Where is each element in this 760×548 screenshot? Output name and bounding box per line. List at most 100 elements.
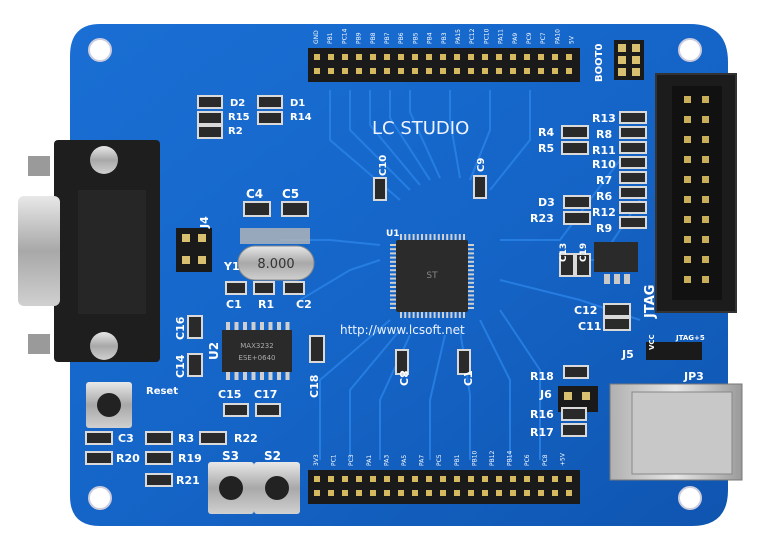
label-Y1: Y1 <box>223 260 240 273</box>
header-pin-label: PA5 <box>401 455 408 466</box>
s2-button[interactable] <box>254 462 300 514</box>
label-U2: U2 <box>207 342 221 360</box>
label-R14: R14 <box>290 112 312 123</box>
label-R13: R13 <box>592 112 616 125</box>
label-R11: R11 <box>592 144 616 157</box>
crystal-oscillator <box>237 228 315 281</box>
label-C13: C13 <box>559 243 569 262</box>
header-pin-label: PC10 <box>483 28 490 44</box>
header-pin-label: PC9 <box>526 32 533 44</box>
label-D1: D1 <box>290 98 305 109</box>
reset-button[interactable] <box>86 382 132 428</box>
header-pin-label: PB10 <box>471 450 478 466</box>
header-pin-label: PB3 <box>441 32 448 44</box>
header-pin-label: PC12 <box>469 28 476 44</box>
label-JP3: JP3 <box>683 370 704 383</box>
label-R23: R23 <box>530 212 554 225</box>
mounting-hole <box>88 38 112 62</box>
label-R4: R4 <box>538 126 554 139</box>
j4-jumper[interactable] <box>176 228 212 272</box>
mounting-hole <box>678 486 702 510</box>
j5-jumper[interactable] <box>646 342 702 360</box>
label-R15: R15 <box>228 112 250 123</box>
label-R2: R2 <box>228 126 243 137</box>
label-D3: D3 <box>538 196 555 209</box>
label-C11: C11 <box>578 320 601 333</box>
label-C12: C12 <box>574 304 597 317</box>
svg-text:ST: ST <box>426 271 438 281</box>
label-R18: R18 <box>530 370 554 383</box>
label-R10: R10 <box>592 158 616 171</box>
label-D2: D2 <box>230 98 245 109</box>
label-R22: R22 <box>234 432 258 445</box>
label-C5: C5 <box>282 187 299 201</box>
mounting-hole <box>88 486 112 510</box>
header-pin-label: PA7 <box>419 455 426 466</box>
label-R9: R9 <box>596 222 612 235</box>
label-C14: C14 <box>174 354 187 378</box>
label-jtag: JTAG <box>643 285 658 319</box>
url-text: http://www.lcsoft.net <box>340 323 465 337</box>
label-C19: C19 <box>579 243 589 262</box>
header-pin-label: PB1 <box>327 32 334 44</box>
header-pin-label: PB1 <box>454 454 461 466</box>
label-U1: U1 <box>386 229 400 239</box>
header-pin-label: PA9 <box>512 33 519 44</box>
label-jtag5: JTAG+5 <box>675 334 705 342</box>
header-pin-label: PA1 <box>366 455 373 466</box>
header-pin-label: PC6 <box>524 454 531 466</box>
label-R7: R7 <box>596 174 612 187</box>
label-C2: C2 <box>296 298 312 311</box>
db9-serial-connector <box>18 140 160 362</box>
crystal-value: 8.000 <box>257 257 294 272</box>
label-R12: R12 <box>592 206 616 219</box>
label-R16: R16 <box>530 408 554 421</box>
label-R5: R5 <box>538 142 554 155</box>
label-J6: J6 <box>539 388 552 401</box>
header-pin-label: PB12 <box>489 450 496 466</box>
boot0-jumper[interactable] <box>614 40 644 80</box>
max3232-marking-2: ESE+0640 <box>239 354 276 362</box>
brand-text: LC STUDIO <box>372 118 469 139</box>
label-C4: C4 <box>246 187 263 201</box>
header-pin-label: PB4 <box>427 32 434 44</box>
header-pin-label: PB5 <box>412 32 419 44</box>
label-C15: C15 <box>218 388 241 401</box>
label-J5: J5 <box>621 348 634 361</box>
header-pin-label: GND <box>313 30 320 44</box>
label-R17: R17 <box>530 426 554 439</box>
label-C16: C16 <box>174 316 187 340</box>
header-pin-label: +5V <box>559 452 566 466</box>
label-R8: R8 <box>596 128 612 141</box>
header-pin-label: PC8 <box>542 454 549 466</box>
mounting-hole <box>678 38 702 62</box>
label-vcc: VCC <box>648 334 656 350</box>
header-pin-label: PA10 <box>554 29 561 44</box>
label-J4: J4 <box>198 216 211 229</box>
label-boot0: BOOT0 <box>594 44 605 82</box>
label-Reset: Reset <box>146 386 178 397</box>
label-R3: R3 <box>178 432 194 445</box>
label-C7: C7 <box>461 370 474 386</box>
header-pin-label: PA11 <box>498 29 505 44</box>
label-S2: S2 <box>264 449 281 463</box>
max3232-ic <box>222 322 292 380</box>
stm32-mcu: ST <box>390 234 474 318</box>
max3232-marking: MAX3232 <box>240 342 273 350</box>
header-pin-label: PB8 <box>370 32 377 44</box>
header-pin-label: PC3 <box>348 454 355 466</box>
header-pin-label: PC7 <box>540 32 547 44</box>
label-R20: R20 <box>116 452 140 465</box>
label-C9: C9 <box>476 158 487 172</box>
ams1117-regulator <box>594 242 638 284</box>
s3-button[interactable] <box>208 462 254 514</box>
header-pin-label: PA15 <box>455 29 462 44</box>
jtag-connector <box>655 73 737 313</box>
label-C18: C18 <box>308 375 321 398</box>
usb-b-connector <box>609 383 743 481</box>
header-pin-label: PB14 <box>507 450 514 466</box>
header-pin-label: PA3 <box>383 455 390 466</box>
